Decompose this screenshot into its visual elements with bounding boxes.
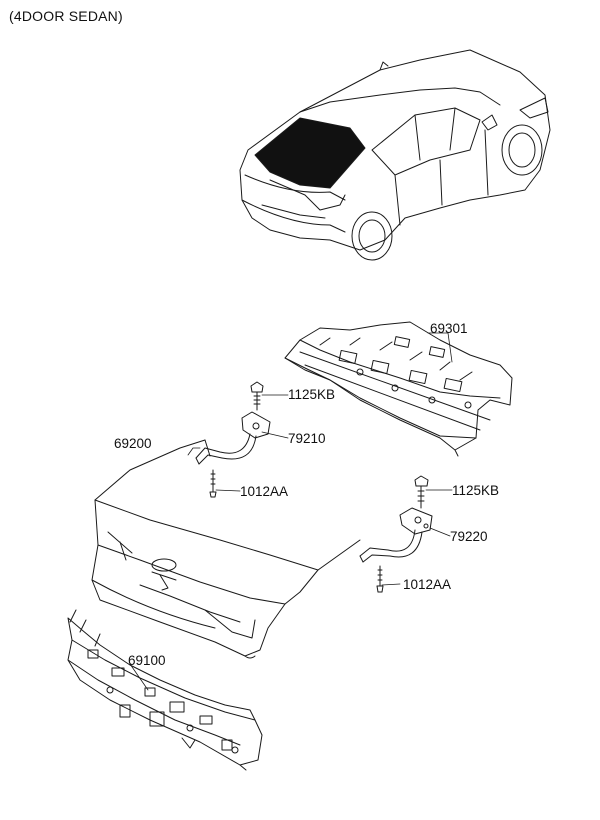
part-69301-rear-shelf: [285, 322, 512, 456]
part-label-1125kb-left: 1125KB: [288, 387, 336, 402]
hinge-79220-assembly: [360, 476, 432, 592]
part-label-79220: 79220: [450, 529, 488, 544]
hinge-79210-assembly: [196, 382, 270, 497]
part-69100-rear-panel: [68, 610, 262, 770]
part-label-1125kb-right: 1125KB: [452, 483, 500, 498]
part-label-69200: 69200: [114, 436, 152, 451]
part-label-69100: 69100: [128, 653, 166, 668]
part-label-79210: 79210: [288, 431, 326, 446]
vehicle-illustration: [240, 50, 550, 260]
part-69200-trunk-lid: [92, 440, 360, 658]
part-label-1012aa-left: 1012AA: [240, 484, 289, 499]
part-label-69301: 69301: [430, 321, 468, 336]
leader-lines: [130, 333, 452, 690]
variant-header: (4DOOR SEDAN): [9, 8, 123, 24]
part-label-1012aa-right: 1012AA: [403, 577, 452, 592]
